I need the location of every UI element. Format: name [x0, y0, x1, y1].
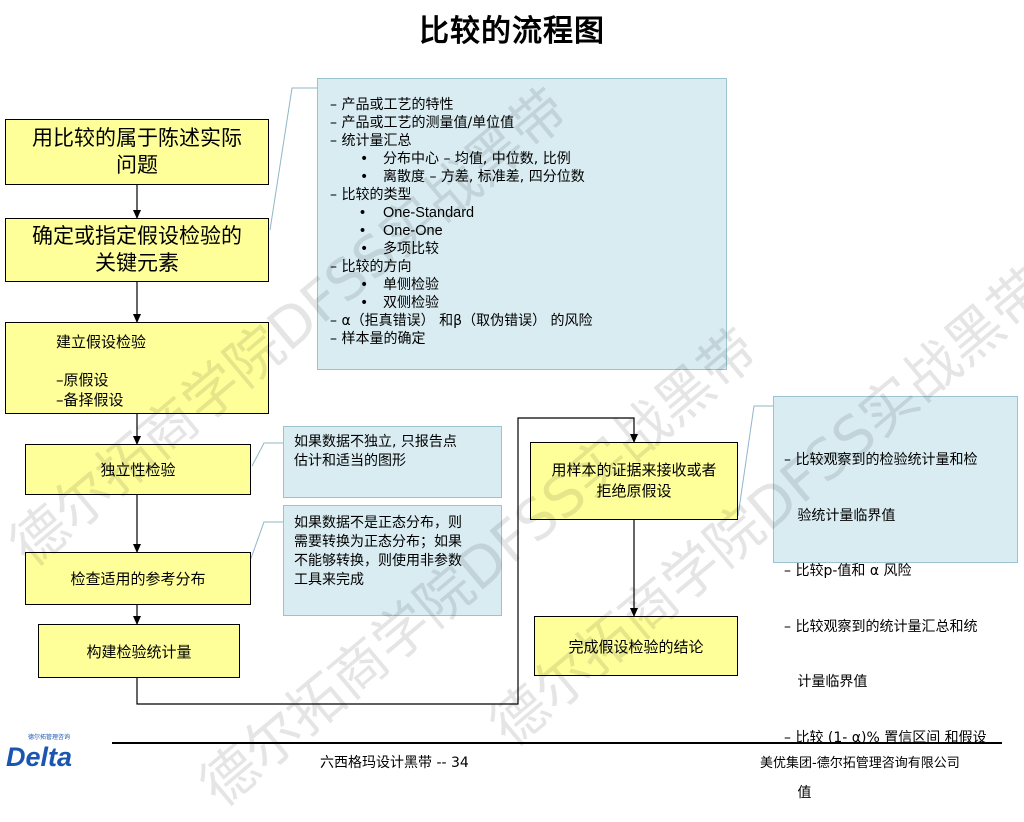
flow-box-test-statistic-label: 构建检验统计量: [86, 642, 192, 661]
note-distribution-line: 不能够转换，则使用非参数: [294, 553, 462, 569]
note-dash-item: – 产品或工艺的特性: [330, 97, 454, 113]
note-decision: – 比较观察到的检验统计量和检 验统计量临界值 – 比较p-值和 α 风险 – …: [773, 396, 1018, 801]
flow-box-independence-test-label: 独立性检验: [100, 461, 176, 479]
note-dash-item: – 产品或工艺的测量值/单位值: [330, 115, 515, 131]
note-key-elements: – 产品或工艺的特性 – 产品或工艺的测量值/单位值 – 统计量汇总分布中心 – 均…: [317, 78, 727, 370]
note-dash-item: – 比较的类型: [330, 187, 412, 203]
note-bullet-item: 单侧检验: [318, 276, 726, 294]
note-distribution-line: 需要转换为正态分布；如果: [294, 534, 462, 550]
note-distribution-line: 如果数据不是正态分布，则: [294, 515, 462, 531]
note-independence-line: 如果数据不独立, 只报告点: [294, 434, 457, 450]
flow-box-key-elements[interactable]: 确定或指定假设检验的 关键元素: [5, 218, 269, 282]
note-dash-item: – 比较的方向: [330, 259, 412, 275]
logo-wordmark: Delta: [6, 742, 73, 772]
note-dash-item: – 样本量的确定: [330, 331, 426, 347]
footer-page-label: 六西格玛设计黑带 -- 34: [320, 755, 469, 771]
flow-box-state-problem-line1: 用比较的属于陈述实际: [32, 126, 242, 150]
flow-box-build-hypothesis-item: –原假设: [56, 371, 109, 389]
note-distribution: 如果数据不是正态分布，则 需要转换为正态分布；如果 不能够转换，则使用非参数 工…: [283, 505, 502, 616]
flow-box-accept-reject-line1: 用样本的证据来接收或者: [551, 461, 717, 479]
note-bullet-item: 多项比较: [318, 240, 726, 258]
note-decision-line: – 比较p-值和 α 风险: [784, 563, 912, 579]
logo-tagline: 德尔拓管理咨询: [28, 734, 71, 741]
flow-box-reference-distribution-label: 检查适用的参考分布: [70, 570, 206, 588]
flow-box-independence-test[interactable]: 独立性检验: [25, 444, 251, 495]
flow-box-accept-reject-line2: 拒绝原假设: [596, 482, 672, 500]
note-decision-line: 计量临界值: [784, 674, 868, 690]
flow-box-state-problem[interactable]: 用比较的属于陈述实际 问题: [5, 119, 269, 185]
note-dash-item: – 统计量汇总: [330, 133, 412, 149]
note-decision-line: 验统计量临界值: [784, 507, 896, 524]
flow-box-key-elements-line1: 确定或指定假设检验的: [32, 224, 242, 248]
flow-box-reference-distribution[interactable]: 检查适用的参考分布: [25, 552, 251, 605]
note-bullet-item: 分布中心 – 均值, 中位数, 比例: [318, 150, 726, 168]
note-independence-line: 估计和适当的图形: [294, 453, 406, 469]
note-decision-line: – 比较 (1- α)% 置信区间 和假设: [784, 729, 987, 746]
page-title: 比较的流程图: [419, 14, 605, 49]
note-bullet-item: 离散度 – 方差, 标准差, 四分位数: [318, 168, 726, 186]
flow-box-conclusion[interactable]: 完成假设检验的结论: [534, 616, 738, 676]
delta-logo: 德尔拓管理咨询 Delta: [6, 728, 106, 776]
footer-company: 美优集团-德尔拓管理咨询有限公司: [760, 756, 960, 771]
note-decision-line: – 比较观察到的统计量汇总和统: [784, 618, 978, 635]
note-decision-line: – 比较观察到的检验统计量和检: [784, 452, 978, 468]
note-distribution-line: 工具来完成: [294, 572, 364, 588]
flow-box-build-hypothesis-title: 建立假设检验: [56, 333, 147, 351]
flow-box-state-problem-line2: 问题: [116, 153, 158, 177]
flow-box-accept-reject[interactable]: 用样本的证据来接收或者 拒绝原假设: [530, 442, 738, 520]
note-independence: 如果数据不独立, 只报告点 估计和适当的图形: [283, 426, 502, 498]
note-decision-line: 值: [784, 785, 812, 801]
footer-divider: [112, 742, 1002, 744]
note-bullet-item: 双侧检验: [318, 294, 726, 312]
flow-box-key-elements-line2: 关键元素: [95, 251, 179, 275]
flow-box-test-statistic[interactable]: 构建检验统计量: [38, 624, 240, 678]
note-bullet-item: One-Standard: [318, 204, 726, 222]
flow-box-build-hypothesis-item: –备择假设: [56, 391, 124, 409]
flow-box-build-hypothesis[interactable]: 建立假设检验 –原假设 –备择假设: [5, 322, 269, 414]
flow-box-conclusion-label: 完成假设检验的结论: [568, 637, 704, 656]
note-bullet-item: One-One: [318, 222, 726, 240]
note-dash-item: – α（拒真错误） 和β（取伪错误） 的风险: [330, 313, 593, 329]
